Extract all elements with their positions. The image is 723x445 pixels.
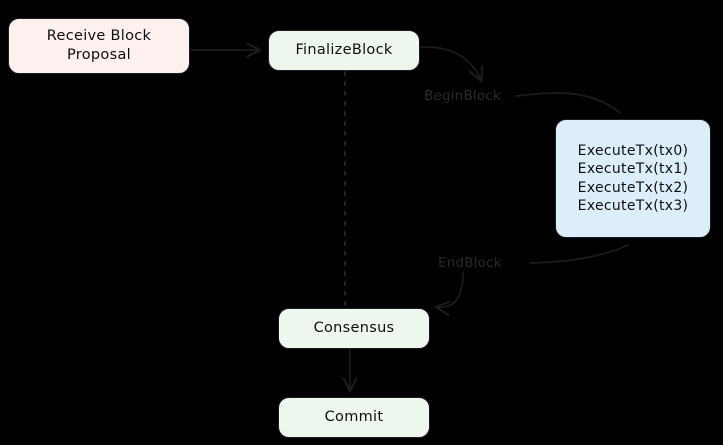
edge-beginblock-to-execute xyxy=(515,92,621,114)
node-finalize-label: FinalizeBlock xyxy=(295,41,393,58)
edge-label-endblock: EndBlock xyxy=(438,255,502,271)
node-execute-line-tx2: ExecuteTx(tx2) xyxy=(577,179,689,196)
node-receive-line-1: Receive Block xyxy=(46,27,152,44)
edge-endblock-to-consensus xyxy=(437,271,464,307)
node-commit-label: Commit xyxy=(324,408,384,425)
node-execute-line-tx1: ExecuteTx(tx1) xyxy=(577,161,689,178)
edge-label-beginblock: BeginBlock xyxy=(424,88,501,104)
node-finalize-block[interactable]: FinalizeBlock xyxy=(268,30,420,71)
edge-execute-to-endblock xyxy=(529,244,629,264)
node-execute-line-tx3: ExecuteTx(tx3) xyxy=(577,197,689,214)
node-consensus-label: Consensus xyxy=(313,319,395,336)
node-receive-line-2: Proposal xyxy=(67,47,131,63)
node-execute-line-tx0: ExecuteTx(tx0) xyxy=(577,142,689,159)
node-execute-tx-list[interactable]: ExecuteTx(tx0) ExecuteTx(tx1) ExecuteTx(… xyxy=(555,119,711,238)
edge-finalize-to-beginblock xyxy=(420,46,481,80)
node-commit[interactable]: Commit xyxy=(278,397,430,438)
node-consensus[interactable]: Consensus xyxy=(278,308,430,349)
node-receive-block-proposal[interactable]: Receive Block Proposal xyxy=(8,18,190,74)
